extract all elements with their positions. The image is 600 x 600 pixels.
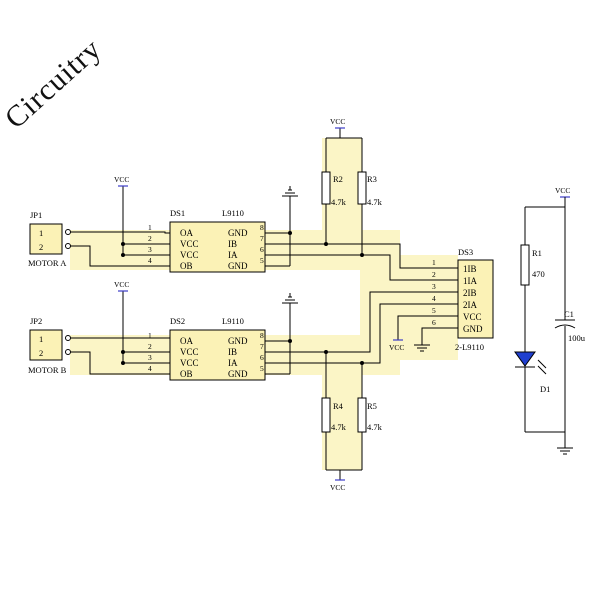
vcc-label-ds3: VCC bbox=[389, 343, 404, 352]
ds1-part: L9110 bbox=[222, 208, 244, 218]
vcc-label-led: VCC bbox=[555, 186, 570, 195]
ds2-pin-ob: OB bbox=[180, 369, 193, 379]
jp1-label: MOTOR A bbox=[28, 258, 67, 268]
ds3-pinnum-2: 2 bbox=[432, 270, 436, 279]
vcc-label-bottom: VCC bbox=[330, 483, 345, 492]
ds3-connector: DS3 1IB 1IA 2IB 2IA VCC GND 1 2 3 4 5 6 … bbox=[432, 247, 494, 352]
jp2-label: MOTOR B bbox=[28, 365, 67, 375]
ds3-part: 2-L9110 bbox=[455, 342, 484, 352]
ds3-pinnum-1: 1 bbox=[432, 258, 436, 267]
ds1-pinnum-6: 6 bbox=[260, 245, 264, 254]
vcc-label-ds1: VCC bbox=[114, 175, 129, 184]
resistor-r1 bbox=[520, 244, 530, 286]
r4-ref: R4 bbox=[333, 401, 344, 411]
ds1-pin-vcc2: VCC bbox=[180, 250, 199, 260]
ds1-pin-gnd1: GND bbox=[228, 228, 248, 238]
ds1-chip: DS1 L9110 OA VCC VCC OB GND IB IA GND 1 … bbox=[148, 208, 266, 273]
vcc-label-ds2: VCC bbox=[114, 280, 129, 289]
ds3-pin-1ib: 1IB bbox=[463, 264, 477, 274]
jp1-pin2: 2 bbox=[39, 242, 43, 252]
ds2-part: L9110 bbox=[222, 316, 244, 326]
ds3-supply-wires bbox=[397, 315, 458, 345]
ds3-ref: DS3 bbox=[458, 247, 473, 257]
ds3-pin-2ib: 2IB bbox=[463, 288, 477, 298]
r3-ref: R3 bbox=[367, 174, 377, 184]
ds3-pin-2ia: 2IA bbox=[463, 300, 477, 310]
ds2-pinnum-6: 6 bbox=[260, 353, 264, 362]
ds1-ref: DS1 bbox=[170, 208, 185, 218]
ds1-pinnum-2: 2 bbox=[148, 234, 152, 243]
ds2-pinnum-1: 1 bbox=[148, 331, 152, 340]
ds2-pinnum-3: 3 bbox=[148, 353, 152, 362]
ds2-ref: DS2 bbox=[170, 316, 185, 326]
watermark-text: Circuitry bbox=[0, 32, 108, 135]
r2-value: 4.7k bbox=[331, 197, 347, 207]
ds1-pin-ib: IB bbox=[228, 239, 237, 249]
jp2-pin1: 1 bbox=[39, 334, 43, 344]
ds2-pin-oa: OA bbox=[180, 336, 193, 346]
ds2-pin-vcc1: VCC bbox=[180, 347, 199, 357]
ds2-pin-ia: IA bbox=[228, 358, 238, 368]
c1-value: 100u bbox=[568, 333, 586, 343]
r2-ref: R2 bbox=[333, 174, 343, 184]
ds3-pin-1ia: 1IA bbox=[463, 276, 477, 286]
led-ref: D1 bbox=[540, 384, 550, 394]
ds2-pin-gnd2: GND bbox=[228, 369, 248, 379]
wires-motor-a bbox=[70, 186, 458, 281]
ds1-pinnum-3: 3 bbox=[148, 245, 152, 254]
r1-value: 470 bbox=[532, 269, 545, 279]
ds2-pin-gnd1: GND bbox=[228, 336, 248, 346]
ds2-pinnum-4: 4 bbox=[148, 364, 152, 373]
ds2-pinnum-7: 7 bbox=[260, 342, 264, 351]
ds2-pinnum-2: 2 bbox=[148, 342, 152, 351]
led-circuit: R1 470 D1 C1 100u bbox=[514, 197, 586, 448]
jp2-pin2: 2 bbox=[39, 348, 43, 358]
pullup-top: R2 4.7k R3 4.7k bbox=[321, 128, 383, 255]
resistor-r5 bbox=[357, 397, 367, 433]
r5-ref: R5 bbox=[367, 401, 377, 411]
ds1-pinnum-5: 5 bbox=[260, 256, 264, 265]
ground-symbols bbox=[282, 186, 573, 455]
ds1-pinnum-7: 7 bbox=[260, 234, 264, 243]
ds3-pinnum-5: 5 bbox=[432, 306, 436, 315]
c1-ref: C1 bbox=[564, 309, 574, 319]
ds3-pinnum-4: 4 bbox=[432, 294, 436, 303]
jp2-ref: JP2 bbox=[30, 316, 42, 326]
resistor-r3 bbox=[357, 171, 367, 205]
wires-motor-b bbox=[70, 291, 458, 375]
ds3-pinnum-6: 6 bbox=[432, 318, 436, 327]
jp1-connector: JP1 1 2 MOTOR A bbox=[28, 210, 71, 268]
ds3-pin-gnd: GND bbox=[463, 324, 483, 334]
jp2-connector: JP2 1 2 MOTOR B bbox=[28, 316, 71, 375]
vcc-label-top: VCC bbox=[330, 117, 345, 126]
ds1-pinnum-4: 4 bbox=[148, 256, 152, 265]
resistor-r4 bbox=[321, 397, 331, 433]
ds1-pinnum-1: 1 bbox=[148, 223, 152, 232]
ds1-pin-vcc1: VCC bbox=[180, 239, 199, 249]
junction-dots bbox=[121, 231, 364, 365]
r4-value: 4.7k bbox=[331, 422, 347, 432]
r1-ref: R1 bbox=[532, 248, 542, 258]
ds1-pin-ob: OB bbox=[180, 261, 193, 271]
capacitor-c1 bbox=[554, 324, 576, 329]
ds2-chip: DS2 L9110 OA VCC VCC OB GND IB IA GND 1 … bbox=[148, 316, 266, 381]
pullup-bottom: R4 4.7k R5 4.7k bbox=[321, 352, 383, 480]
r5-value: 4.7k bbox=[367, 422, 383, 432]
ds3-pinnum-3: 3 bbox=[432, 282, 436, 291]
led-d1 bbox=[514, 351, 536, 367]
ds1-pin-gnd2: GND bbox=[228, 261, 248, 271]
ds1-pinnum-8: 8 bbox=[260, 223, 264, 232]
ds1-pin-oa: OA bbox=[180, 228, 193, 238]
jp1-ref: JP1 bbox=[30, 210, 42, 220]
ds2-pinnum-5: 5 bbox=[260, 364, 264, 373]
ds2-pinnum-8: 8 bbox=[260, 331, 264, 340]
ds3-pin-vcc: VCC bbox=[463, 312, 482, 322]
resistor-r2 bbox=[321, 171, 331, 205]
ds2-pin-vcc2: VCC bbox=[180, 358, 199, 368]
ds1-pin-ia: IA bbox=[228, 250, 238, 260]
jp1-pin1: 1 bbox=[39, 228, 43, 238]
ds2-pin-ib: IB bbox=[228, 347, 237, 357]
r3-value: 4.7k bbox=[367, 197, 383, 207]
